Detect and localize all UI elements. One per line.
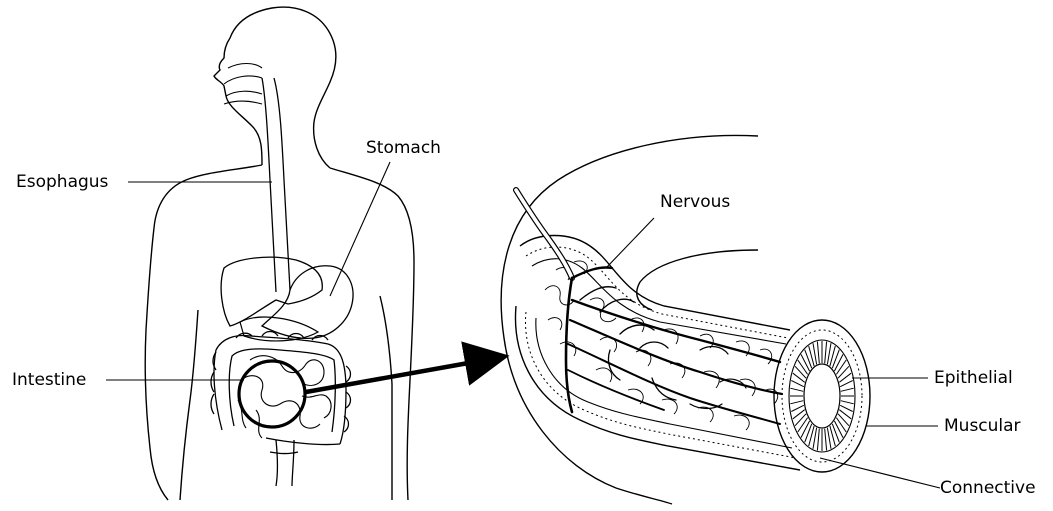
villus: [791, 405, 804, 411]
villus: [825, 342, 827, 364]
villus: [841, 388, 854, 391]
villus: [798, 418, 808, 432]
villus: [840, 381, 853, 387]
label-connective: Connective: [940, 478, 1036, 498]
label-stomach: Stomach: [366, 138, 441, 158]
mucosa-texture: [545, 261, 778, 430]
villus: [813, 343, 817, 364]
villus: [841, 401, 854, 404]
villus: [836, 360, 846, 374]
large-intestine: [211, 332, 351, 487]
nerve-fibers: [516, 190, 782, 424]
villus: [827, 428, 831, 449]
villus: [817, 342, 819, 364]
villus: [817, 429, 819, 451]
label-epithelial: Epithelial: [934, 368, 1013, 388]
villus: [834, 421, 843, 438]
villus: [825, 429, 827, 451]
leader-nervous: [606, 218, 654, 268]
zoom-arrow: [306, 362, 474, 392]
leader-connective: [820, 458, 940, 488]
villus: [801, 354, 810, 371]
oral-cavity: [224, 64, 262, 105]
villus: [836, 418, 846, 432]
villus: [834, 354, 843, 371]
label-intestine: Intestine: [12, 370, 86, 390]
villus: [790, 401, 803, 404]
villus: [801, 421, 810, 438]
esophagus-tube: [262, 78, 290, 292]
villus: [791, 381, 804, 387]
label-muscular: Muscular: [944, 416, 1021, 436]
label-esophagus: Esophagus: [16, 172, 108, 192]
villus: [813, 428, 817, 449]
villi-ring: [790, 341, 854, 451]
villus: [840, 405, 853, 411]
leader-stomach: [330, 162, 390, 296]
magnify-circle: [239, 361, 305, 427]
enlarged-intestine: [501, 135, 870, 504]
label-nervous: Nervous: [660, 192, 730, 212]
villus: [827, 343, 831, 364]
villus: [798, 360, 808, 374]
villus: [790, 388, 803, 391]
liver: [221, 257, 322, 326]
